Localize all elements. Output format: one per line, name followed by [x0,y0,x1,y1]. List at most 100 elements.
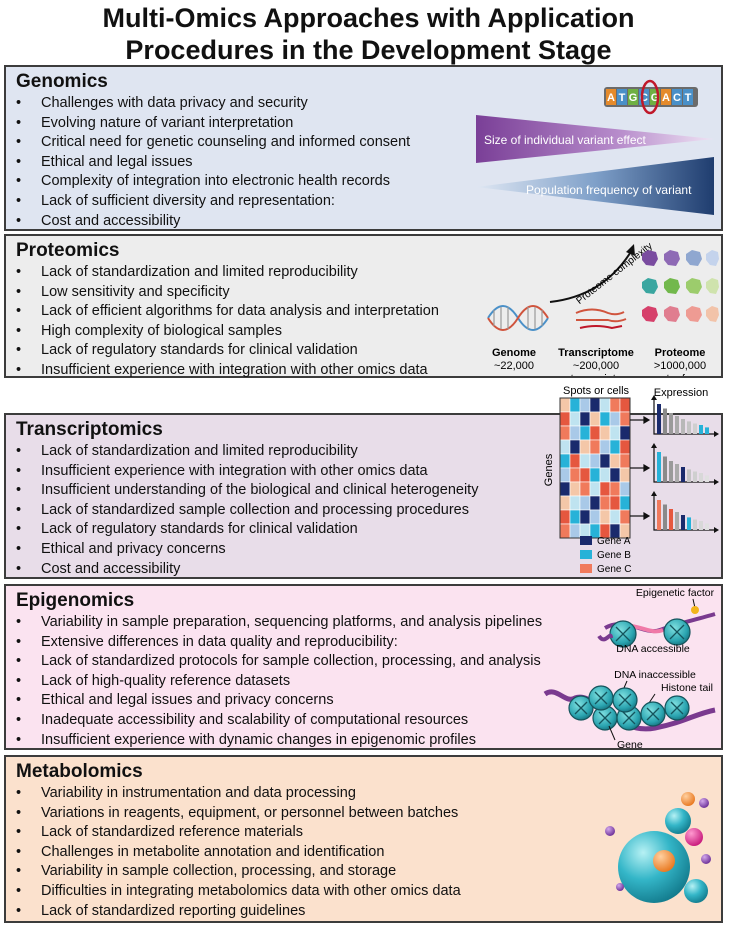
proteome-label: Proteome [655,347,706,359]
gene-a-label: Gene A [597,536,631,547]
expression-bar [699,425,703,434]
heatmap-cell [579,453,591,469]
list-item: Insufficient experience with dynamic cha… [14,731,542,751]
transcriptomics-heading: Transcriptomics [16,419,163,440]
heatmap-cell [579,509,591,525]
dna-helix-icon [487,305,549,331]
expression-bar [675,512,679,530]
heatmap-cell [619,509,631,525]
heatmap-cell [609,439,621,455]
heatmap-cell [569,481,581,497]
gene-c-swatch [580,564,592,573]
list-item: Ethical and privacy concerns [14,540,478,560]
list-item: Lack of standardized reference materials [14,823,461,843]
expression-bar [663,408,667,434]
dna-letter: A [662,92,670,104]
expression-bar [705,523,709,530]
epigenetic-factor-icon [691,606,699,614]
genomics-heading: Genomics [16,71,108,92]
heatmap-cell [619,439,631,455]
expression-bar [687,517,691,530]
list-item: Challenges in metabolite annotation and … [14,843,461,863]
transcriptomics-list: Lack of standardization and limited repr… [14,442,478,579]
list-item: Insufficient experience with integration… [14,361,439,381]
expression-bar [675,464,679,482]
heatmap-cell [559,467,571,483]
list-item: Lack of standardized reporting guideline… [14,902,461,922]
dna-letter: T [685,92,692,104]
heatmap-cell [599,453,611,469]
heatmap-cell [569,523,581,539]
expression-bar [705,427,709,434]
list-item: Lack of standardization and limited repr… [14,442,478,462]
heatmap-cell [599,397,611,413]
list-item: Lack of sufficient diversity and represe… [14,192,410,212]
expression-bar [669,413,673,434]
list-item: Variations in reagents, equipment, or pe… [14,804,461,824]
metabolomics-list: Variability in instrumentation and data … [14,784,461,921]
heatmap-cell [609,481,621,497]
complexity-arrow-label: Proteome complexity [574,241,654,307]
list-item: High complexity of biological samples [14,322,439,342]
heatmap-cell [619,425,631,441]
epigenomics-list: Variability in sample preparation, seque… [14,613,542,750]
condensed-nucleosomes [568,685,690,731]
dna-letter: G [629,92,638,104]
heatmap-cell [569,467,581,483]
heatmap-cell [559,397,571,413]
gene-b-label: Gene B [597,550,631,561]
list-item: Inadequate accessibility and scalability… [14,711,542,731]
heatmap-cell [569,397,581,413]
expression-bar [663,504,667,530]
list-item: Evolving nature of variant interpretatio… [14,114,410,134]
expression-bar [657,500,661,530]
population-frequency-label: Population frequency of variant [526,183,692,197]
gene-legend: Gene A Gene B Gene C [580,536,631,575]
expression-bar [699,473,703,482]
list-item: Lack of efficient algorithms for data an… [14,302,439,322]
heatmap-cell [599,495,611,511]
expression-bar [693,519,697,530]
spatial-expression-figure: Spots or cells Expression Genes Gene A G… [544,385,719,575]
genes-axis-label: Genes [544,453,555,486]
heatmap-cell [579,467,591,483]
proteomics-panel: Proteomics Lack of standardization and l… [4,234,723,381]
page-title: Multi-Omics Approaches with Application … [0,2,737,66]
population-frequency-wedge [476,157,714,215]
heatmap-cell [609,411,621,427]
expression-bar [675,416,679,434]
chromatin-figure: Epigenetic factor DNA accessible DNA ina… [543,587,716,751]
dna-letter: A [607,92,615,104]
dna-letter: C [673,92,681,104]
expression-bar [699,521,703,530]
heatmap-cell [609,425,621,441]
heatmap-cell [569,509,581,525]
heatmap-cell [589,439,601,455]
spots-label: Spots or cells [563,385,630,397]
list-item: Variability in instrumentation and data … [14,784,461,804]
heatmap-cell [589,397,601,413]
heatmap-cell [589,467,601,483]
transcripts-icon [575,308,627,330]
heatmap-cell [619,411,631,427]
heatmap-cell [559,411,571,427]
list-item: Difficulties in integrating metabolomics… [14,882,461,902]
heatmap-cell [609,397,621,413]
metabolites-icon [605,792,711,903]
heatmap-cell [589,509,601,525]
heatmap-cell [609,467,621,483]
epigenetic-factor-label: Epigenetic factor [636,587,715,599]
list-item: Cost and accessibility [14,212,410,232]
proteomics-heading: Proteomics [16,240,120,261]
expression-bar [705,475,709,482]
heatmap-cell [559,439,571,455]
proteoforms-icon [642,250,719,322]
heatmap-cell [579,425,591,441]
gene-a-swatch [580,536,592,545]
expression-bar [681,515,685,530]
heatmap-cell [579,411,591,427]
dna-accessible-label: DNA accessible [616,643,690,655]
genomics-list: Challenges with data privacy and securit… [14,94,410,231]
heatmap-cell [579,397,591,413]
heatmap-cell [619,453,631,469]
